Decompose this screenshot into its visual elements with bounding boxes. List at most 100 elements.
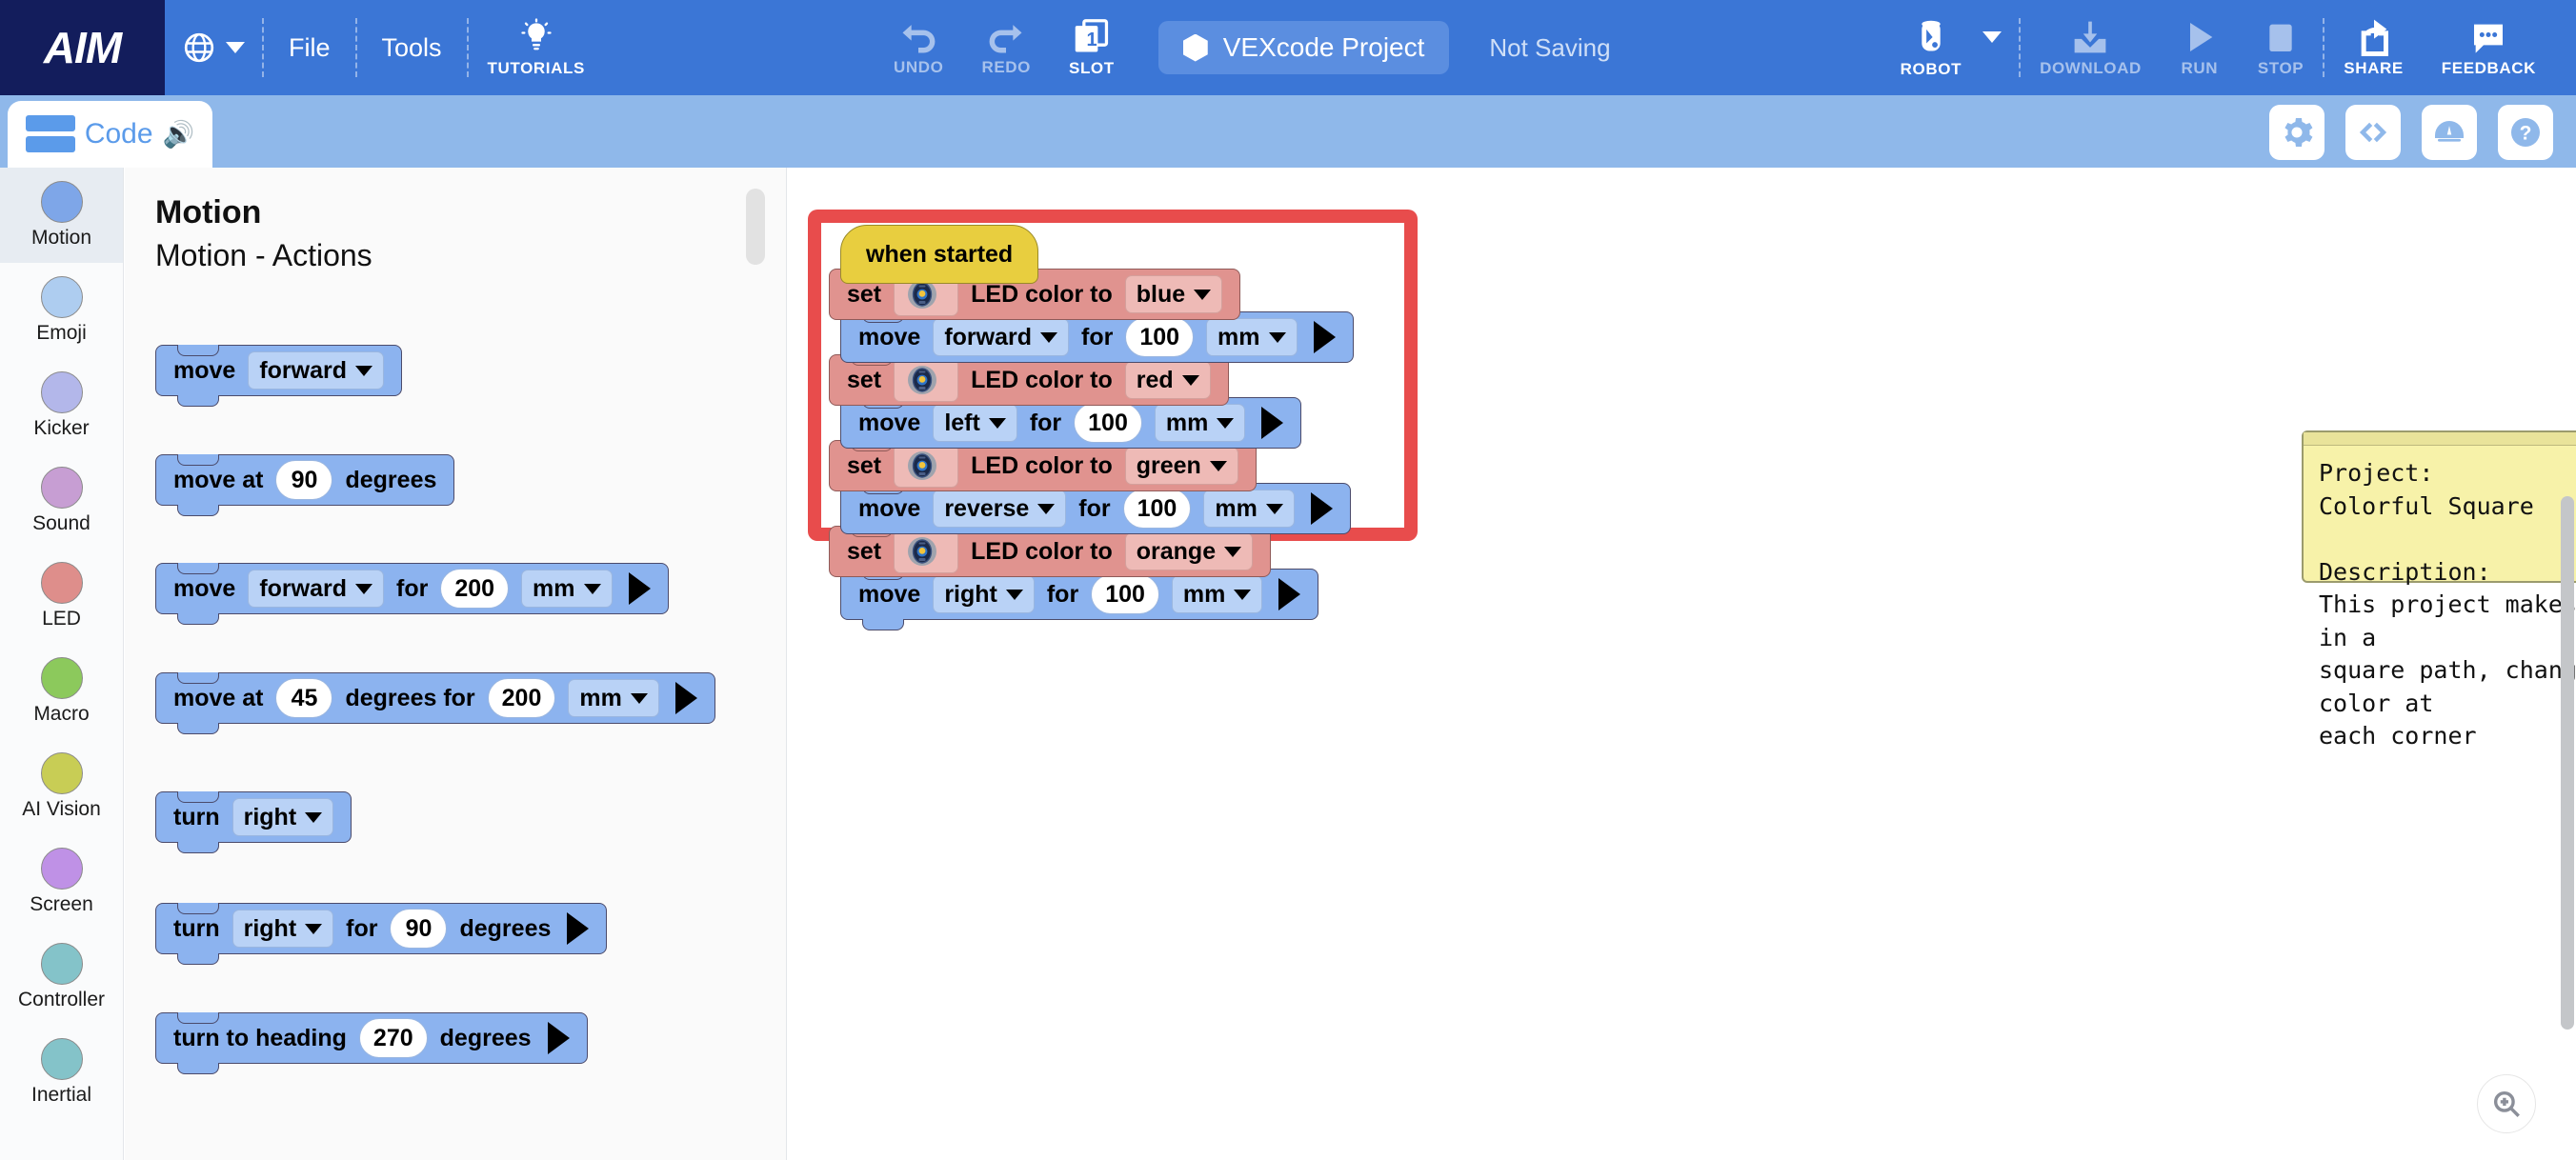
help-button[interactable]: ?	[2498, 105, 2553, 160]
block-dropdown[interactable]: green	[1124, 447, 1238, 485]
undo-button[interactable]: UNDO	[875, 0, 962, 95]
robot-selector-dropdown[interactable]	[894, 444, 959, 488]
block-run-play-icon[interactable]	[1310, 492, 1333, 525]
sidebar-item-kicker[interactable]: Kicker	[0, 358, 123, 453]
block-run-play-icon[interactable]	[1313, 321, 1336, 353]
tab-code[interactable]: Code 🔊	[8, 101, 212, 168]
block-run-play-icon[interactable]	[628, 572, 651, 605]
sidebar-item-inertial[interactable]: Inertial	[0, 1025, 123, 1120]
block-number-input[interactable]: 200	[487, 678, 556, 718]
block-dropdown[interactable]: mm	[1206, 318, 1298, 356]
project-name-field[interactable]: VEXcode Project	[1157, 21, 1450, 74]
palette-scrollbar[interactable]	[746, 189, 765, 265]
block-dropdown[interactable]: forward	[248, 570, 384, 608]
robot-button[interactable]: ROBOT	[1882, 0, 1981, 95]
block-number-input[interactable]: 100	[1074, 403, 1142, 443]
block-dropdown[interactable]: red	[1124, 361, 1211, 399]
block-number-input[interactable]: 200	[440, 569, 510, 609]
block-dropdown[interactable]: left	[933, 404, 1017, 442]
workspace-scrollbar-vertical[interactable]	[2561, 496, 2574, 1030]
block-run-play-icon[interactable]	[1261, 407, 1284, 439]
block-run-play-icon[interactable]	[674, 682, 697, 714]
download-button[interactable]: DOWNLOAD	[2021, 0, 2161, 95]
block-dropdown[interactable]: right	[231, 910, 334, 948]
block-run-play-icon[interactable]	[567, 912, 590, 945]
block-dropdown[interactable]: right	[231, 798, 334, 836]
block-number-input[interactable]: 100	[1125, 317, 1195, 357]
menu-file[interactable]: File	[289, 32, 331, 62]
sidebar-item-emoji[interactable]: Emoji	[0, 263, 123, 358]
block-label: set	[847, 537, 882, 565]
feedback-button[interactable]: FEEDBACK	[2423, 0, 2555, 95]
sidebar-item-sound[interactable]: Sound	[0, 453, 123, 549]
dashboard-button[interactable]	[2422, 105, 2477, 160]
block-number-input[interactable]: 100	[1122, 489, 1192, 529]
stop-button[interactable]: STOP	[2239, 0, 2323, 95]
category-dot-icon	[40, 276, 83, 318]
block-dropdown[interactable]: forward	[933, 318, 1069, 356]
block-dropdown[interactable]: mm	[1154, 404, 1246, 442]
speaker-icon[interactable]: 🔊	[162, 120, 195, 149]
menu-tools[interactable]: Tools	[381, 32, 442, 62]
redo-button[interactable]: REDO	[962, 0, 1050, 95]
tutorials-button[interactable]: TUTORIALS	[469, 0, 604, 95]
run-button[interactable]: RUN	[2161, 0, 2239, 95]
robot-selector-dropdown[interactable]	[894, 530, 959, 573]
block-number-input[interactable]: 90	[390, 909, 448, 949]
block-run-play-icon[interactable]	[1278, 578, 1301, 610]
palette-title: Motion	[155, 194, 262, 230]
comment-titlebar[interactable]	[2304, 432, 2576, 446]
block-number-input[interactable]: 270	[358, 1018, 428, 1058]
workspace-tool-buttons: ?	[2269, 105, 2553, 160]
block-dropdown[interactable]: mm	[1171, 575, 1263, 613]
block-run-play-icon[interactable]	[547, 1022, 570, 1054]
block-number-input[interactable]: 90	[275, 460, 333, 500]
language-selector[interactable]	[165, 30, 262, 65]
sidebar-item-macro[interactable]: Macro	[0, 644, 123, 739]
robot-selector-dropdown[interactable]	[894, 358, 959, 402]
settings-button[interactable]	[2269, 105, 2324, 160]
slot-button[interactable]: 1 SLOT	[1050, 0, 1134, 95]
sidebar-item-screen[interactable]: Screen	[0, 834, 123, 930]
robot-chevron-down-icon[interactable]	[1982, 31, 2002, 43]
script-block-when-started[interactable]: when started	[840, 225, 1039, 284]
project-comment[interactable]: Project: Colorful Square Description: Th…	[2302, 430, 2576, 750]
sidebar-item-ai-vision[interactable]: AI Vision	[0, 739, 123, 834]
sidebar-item-led[interactable]: LED	[0, 549, 123, 644]
block-number-input[interactable]: 45	[275, 678, 333, 718]
block-dropdown[interactable]: mm	[568, 679, 659, 717]
sidebar-item-motion[interactable]: Motion	[0, 168, 123, 263]
block-dropdown[interactable]: forward	[248, 351, 384, 390]
block-dropdown-value: left	[944, 409, 980, 436]
block-dropdown[interactable]: reverse	[933, 490, 1067, 528]
block-dropdown[interactable]: orange	[1124, 532, 1254, 570]
block-dropdown[interactable]: mm	[1203, 490, 1295, 528]
share-button[interactable]: SHARE	[2324, 0, 2423, 95]
block-label: set	[847, 280, 882, 308]
block-dropdown[interactable]: right	[933, 575, 1035, 613]
block-number-input[interactable]: 100	[1091, 574, 1159, 614]
block-dropdown[interactable]: mm	[521, 570, 613, 608]
block-dropdown[interactable]: blue	[1124, 275, 1223, 313]
sidebar-item-controller[interactable]: Controller	[0, 930, 123, 1025]
zoom-in-button[interactable]	[2477, 1074, 2536, 1133]
category-dot-icon	[40, 1038, 83, 1080]
blocks-icon	[25, 115, 75, 153]
code-view-button[interactable]	[2345, 105, 2401, 160]
